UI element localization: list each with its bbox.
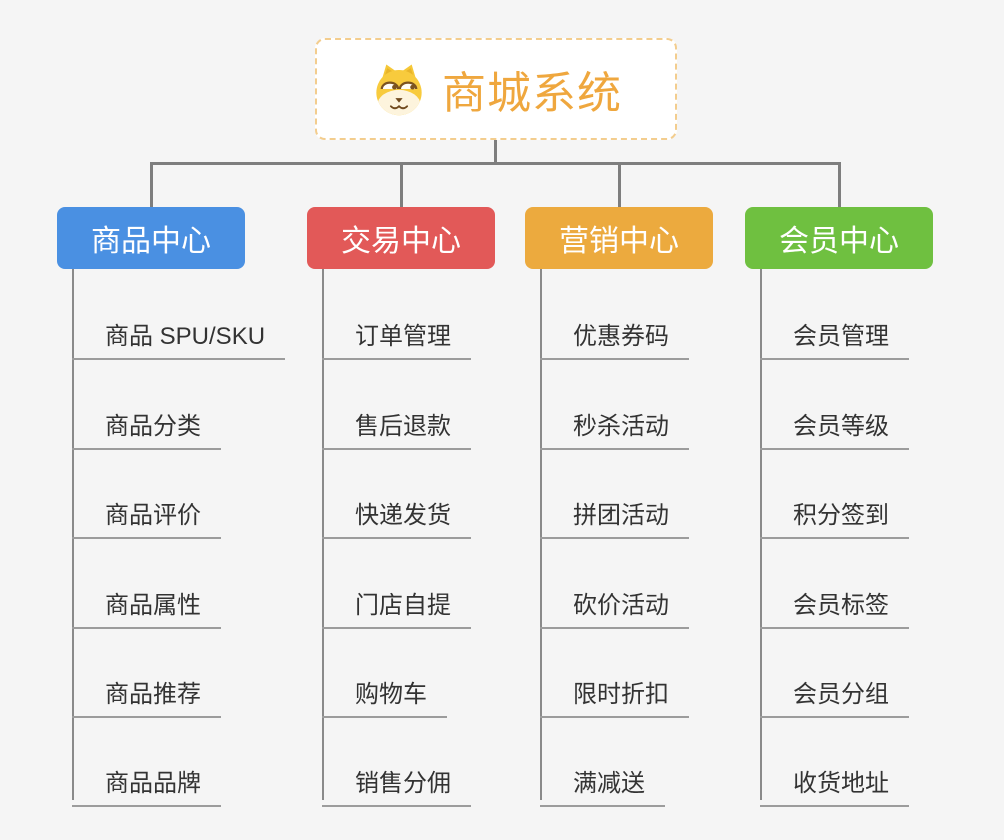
branch-connector-rail: [150, 162, 841, 165]
sub-topic[interactable]: 拼团活动: [540, 486, 689, 539]
sub-topic[interactable]: 商品属性: [72, 576, 221, 629]
sub-topic[interactable]: 积分签到: [760, 486, 909, 539]
sub-topic[interactable]: 会员标签: [760, 576, 909, 629]
sub-topic[interactable]: 秒杀活动: [540, 397, 689, 450]
sub-topic[interactable]: 商品推荐: [72, 665, 221, 718]
sub-topic[interactable]: 订单管理: [322, 307, 471, 360]
sub-topic[interactable]: 快递发货: [322, 486, 471, 539]
branch-drop-line: [150, 163, 153, 208]
sub-topic[interactable]: 商品评价: [72, 486, 221, 539]
sub-topic[interactable]: 会员分组: [760, 665, 909, 718]
branch-node[interactable]: 交易中心: [307, 207, 495, 269]
sub-topic[interactable]: 收货地址: [760, 754, 909, 807]
sub-topic[interactable]: 售后退款: [322, 397, 471, 450]
sub-topic[interactable]: 满减送: [540, 754, 665, 807]
branch-drop-line: [618, 163, 621, 208]
branch-node[interactable]: 会员中心: [745, 207, 933, 269]
root-title: 商城系统: [442, 69, 622, 118]
sub-topic[interactable]: 会员管理: [760, 307, 909, 360]
branch-trunk-line: [760, 269, 762, 800]
sub-topic[interactable]: 商品品牌: [72, 754, 221, 807]
branch-node[interactable]: 营销中心: [525, 207, 713, 269]
root-connector-line: [494, 140, 497, 164]
sub-topic[interactable]: 门店自提: [322, 576, 471, 629]
sub-topic[interactable]: 购物车: [322, 665, 447, 718]
sub-topic[interactable]: 商品分类: [72, 397, 221, 450]
dog-face-icon: [376, 64, 422, 116]
sub-topic[interactable]: 会员等级: [760, 397, 909, 450]
branch-node[interactable]: 商品中心: [57, 207, 245, 269]
branch-drop-line: [400, 163, 403, 208]
sub-topic[interactable]: 商品 SPU/SKU: [72, 307, 286, 360]
sub-topic[interactable]: 砍价活动: [540, 576, 689, 629]
sub-topic[interactable]: 销售分佣: [322, 754, 471, 807]
branch-trunk-line: [322, 269, 324, 800]
sub-topic[interactable]: 限时折扣: [540, 665, 689, 718]
branch-trunk-line: [72, 269, 74, 800]
branch-drop-line: [838, 163, 841, 208]
sub-topic[interactable]: 优惠券码: [540, 307, 689, 360]
root-node[interactable]: 商城系统: [315, 38, 677, 140]
branch-trunk-line: [540, 269, 542, 800]
